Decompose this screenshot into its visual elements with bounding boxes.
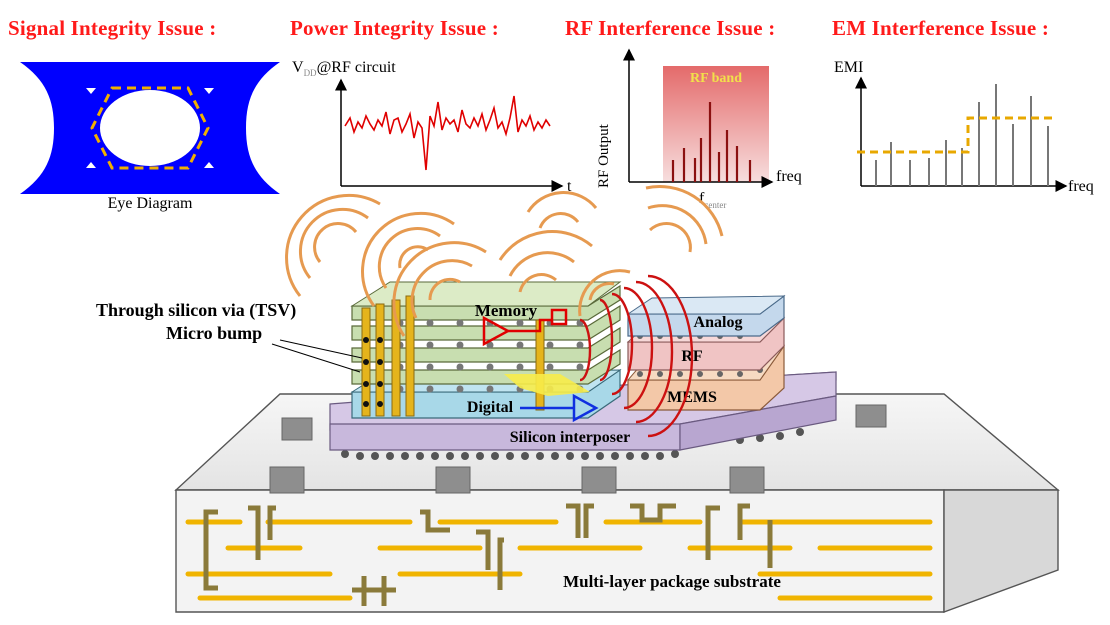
interposer-side: [679, 395, 837, 451]
eye-mask-dashed: [90, 86, 210, 170]
rf-xlabel: freq: [776, 168, 802, 185]
interposer-bumps: [341, 428, 804, 460]
mems-label: MEMS: [667, 389, 717, 406]
tsv-label: Through silicon via (TSV): [96, 300, 296, 321]
micro-bump-label: Micro bump: [166, 323, 262, 343]
emi-xlabel: freq: [1068, 178, 1094, 195]
rf-band-region: [663, 66, 769, 182]
orange-em-waves: [285, 185, 724, 337]
power-integrity-header: Power Integrity Issue :: [290, 16, 499, 40]
interposer-label: Silicon interposer: [510, 429, 630, 446]
rf-plot: RF band RF Output freq fcenter: [596, 48, 802, 210]
emi-plot: EMI freq: [834, 59, 1094, 195]
tsv-black-dots: [363, 337, 383, 407]
emi-spectrum-lines: [875, 84, 1049, 186]
bump-leader: [271, 343, 361, 373]
memory-buffer-symbol: [482, 315, 511, 347]
rf-interference-header: RF Interference Issue :: [565, 16, 776, 40]
rf-band-label: RF band: [690, 71, 742, 86]
substrate-vias-olive: [203, 503, 773, 606]
substrate-front: [175, 489, 945, 613]
vdd-noise-trace: [344, 95, 551, 171]
eye-diagram-caption: Eye Diagram: [108, 195, 193, 212]
substrate-label: Multi-layer package substrate: [563, 572, 781, 591]
power-plot: VDD@RF circuit t: [292, 59, 572, 195]
emi-ylabel: EMI: [834, 59, 863, 76]
em-interference-header: EM Interference Issue :: [832, 16, 1050, 40]
emi-limit-line: [857, 116, 1052, 154]
power-ylabel: VDD@RF circuit: [292, 59, 396, 78]
rf-ylabel: RF Output: [596, 123, 612, 188]
signal-spark: [504, 374, 590, 396]
substrate-pads: [269, 404, 887, 494]
power-xlabel: t: [567, 178, 572, 195]
right-chip-stack: MEMS RF Analog: [626, 294, 786, 411]
tsv-leader: [279, 339, 363, 359]
memory-chip-label: Memory: [475, 301, 538, 320]
left-chip-stack: Digital Memory: [350, 281, 622, 423]
signal-integrity-header: Signal Integrity Issue :: [8, 16, 217, 40]
substrate-side: [943, 489, 1059, 614]
rf-spectrum-lines: [671, 102, 752, 182]
eye-diagram: Eye Diagram: [20, 62, 280, 212]
analog-chip-label: Analog: [694, 314, 743, 331]
rf-center-label: fcenter: [699, 190, 726, 210]
digital-chip-label: Digital: [467, 399, 514, 416]
red-rf-waves: [579, 274, 694, 438]
eye-opening: [100, 90, 200, 166]
